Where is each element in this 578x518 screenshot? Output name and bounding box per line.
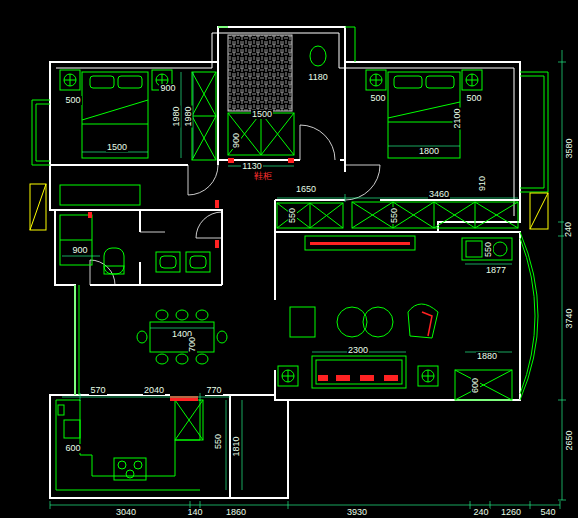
dimension-label: 770 — [205, 386, 222, 395]
dimension-label: 500 — [64, 96, 81, 105]
window-boxes — [30, 184, 548, 230]
dimension-label: 550 — [391, 206, 400, 223]
dimension-label: 550 — [485, 240, 494, 257]
dimension-label: 1260 — [500, 508, 522, 517]
furniture — [56, 46, 518, 490]
dimension-lines — [50, 50, 566, 509]
dimension-label: 3580 — [565, 137, 574, 159]
dimension-label: 570 — [89, 386, 106, 395]
dimension-label: 3460 — [428, 190, 450, 199]
dimension-label: 1130 — [241, 162, 262, 171]
dimension-label: 1877 — [485, 266, 507, 275]
tile-floor — [228, 35, 292, 111]
dimension-label: 2100 — [453, 107, 462, 129]
dimension-label: 1650 — [295, 185, 317, 194]
dimension-label: 1800 — [418, 147, 440, 156]
dimension-label: 900 — [71, 246, 88, 255]
dimension-label: 2040 — [143, 386, 165, 395]
dimension-label: 1810 — [232, 435, 241, 457]
dimension-label: 500 — [465, 94, 482, 103]
dimension-label: 140 — [186, 508, 203, 517]
dimension-label: 3040 — [115, 508, 137, 517]
dimension-label: 500 — [369, 94, 386, 103]
dimension-label: 600 — [64, 444, 81, 453]
dimension-label: 900 — [233, 131, 242, 148]
dimension-label: 1980 — [184, 105, 193, 127]
dimension-label: 600 — [472, 376, 481, 393]
dimension-label: 910 — [479, 174, 488, 191]
dimension-label: 240 — [565, 220, 574, 237]
dimension-label: 550 — [289, 206, 298, 223]
dimension-label: 240 — [472, 508, 489, 517]
dimension-label: 900 — [159, 84, 176, 93]
dimension-label: 1980 — [172, 105, 181, 127]
dimension-label: 3740 — [565, 307, 574, 329]
armchair-accent — [422, 312, 432, 336]
dimension-label: 700 — [189, 335, 198, 352]
dimension-label: 2300 — [347, 346, 369, 355]
dimension-label: 540 — [539, 508, 556, 517]
walls — [50, 27, 520, 498]
dimension-label: 550 — [215, 432, 224, 449]
dimension-label: 1860 — [225, 508, 247, 517]
dimension-label: 1880 — [476, 352, 498, 361]
red-accents — [88, 158, 410, 401]
dimension-label: 鞋柜 — [253, 172, 273, 181]
dimension-label: 1500 — [106, 143, 128, 152]
dimension-label: 1180 — [307, 73, 328, 82]
balconies — [32, 27, 548, 400]
dimension-label: 2650 — [565, 429, 574, 451]
dimension-label: 1500 — [251, 110, 273, 119]
dimension-label: 3930 — [346, 508, 368, 517]
